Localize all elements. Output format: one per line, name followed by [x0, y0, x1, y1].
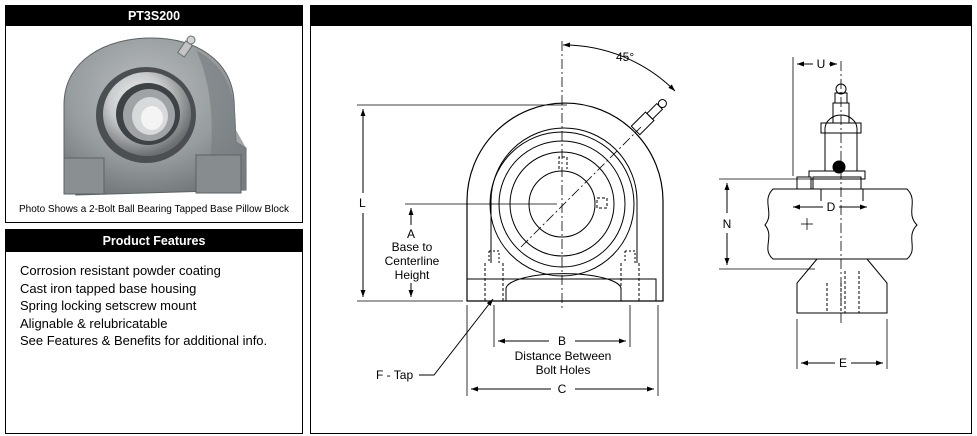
drawing-panel: 45° L A Base to Centerline Height B Dist… [310, 5, 972, 434]
dim-l-label: L [359, 196, 366, 210]
dim-d-label: D [827, 200, 836, 214]
side-view [764, 61, 918, 326]
dim-c-label: C [558, 382, 567, 396]
photo-caption: Photo Shows a 2-Bolt Ball Bearing Tapped… [19, 204, 289, 215]
dim-b-label: B [558, 334, 566, 348]
front-view [466, 41, 676, 311]
drawing-panel-header [311, 6, 971, 26]
dim-a-desc-1: Base to [392, 240, 433, 254]
feature-item: Corrosion resistant powder coating [20, 263, 221, 278]
dimension-drawing: 45° L A Base to Centerline Height B Dist… [357, 41, 918, 396]
dim-n-label: N [723, 217, 732, 231]
dim-a-desc-3: Height [395, 268, 430, 282]
feature-item: Alignable & relubricatable [20, 315, 168, 331]
feature-item: Cast iron tapped base housing [20, 280, 197, 296]
features-panel-title: Product Features [6, 230, 302, 252]
features-panel: Product Features Corrosion resistant pow… [5, 229, 303, 434]
feature-item: Spring locking setscrew mount [20, 298, 197, 313]
dim-e-label: E [839, 356, 847, 370]
pillow-block-photo [63, 35, 247, 196]
dim-u-label: U [817, 57, 826, 71]
photo-panel: PT3S200 Photo S [5, 5, 303, 223]
features-list: Corrosion resistant powder coating Cast … [20, 262, 267, 350]
dim-a-desc-2: Centerline [385, 254, 440, 268]
dim-b-desc-1: Distance Between [515, 349, 612, 363]
feature-item: See Features & Benefits for additional i… [20, 333, 268, 348]
tap-label: F - Tap [376, 368, 413, 382]
photo-panel-title: PT3S200 [6, 6, 302, 26]
dim-a-label: A [407, 227, 415, 241]
angle-label: 45° [616, 50, 634, 64]
dim-b-desc-2: Bolt Holes [536, 363, 591, 377]
